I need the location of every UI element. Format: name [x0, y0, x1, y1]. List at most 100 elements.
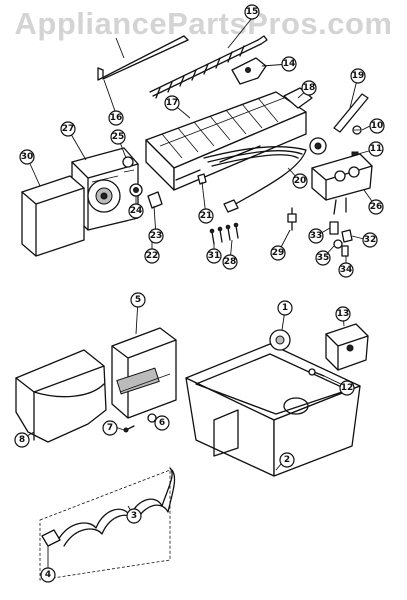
- callout-17-label: 17: [166, 98, 179, 108]
- callout-24: 24: [128, 203, 144, 219]
- part-28-screws: [225, 222, 239, 241]
- callout-21: 21: [198, 208, 214, 224]
- callout-34-label: 34: [340, 265, 353, 275]
- leader-lines: [21, 17, 377, 573]
- part-25-gear: [122, 156, 134, 168]
- callout-5: 5: [130, 292, 146, 308]
- part-5-auger-motor: [111, 327, 177, 419]
- callout-6-label: 6: [159, 418, 165, 428]
- part-23-thermostat: [147, 191, 163, 209]
- callout-12: 12: [339, 380, 355, 396]
- callout-18: 18: [301, 80, 317, 96]
- callout-16-label: 16: [110, 113, 123, 123]
- callout-29-label: 29: [272, 248, 285, 258]
- part-13-motor: [325, 323, 369, 371]
- callout-25-label: 25: [112, 132, 125, 142]
- part-20-wiring-harness: [203, 137, 327, 213]
- part-31-screws: [209, 226, 223, 245]
- callout-10: 10: [369, 118, 385, 134]
- part-29-connector: [287, 207, 297, 231]
- part-33-fitting: [329, 221, 339, 235]
- callout-33: 33: [308, 228, 324, 244]
- part-7-screw: [123, 425, 135, 433]
- callout-35: 35: [315, 250, 331, 266]
- callout-2-label: 2: [284, 455, 290, 465]
- callout-29: 29: [270, 245, 286, 261]
- watermark: AppliancePartsPros.com: [14, 6, 393, 41]
- part-2-ice-bin: [185, 343, 361, 477]
- callout-19-label: 19: [352, 71, 365, 81]
- callout-8-label: 8: [19, 435, 25, 445]
- callout-6: 6: [154, 415, 170, 431]
- callout-4-label: 4: [45, 570, 51, 580]
- callout-1-label: 1: [282, 303, 288, 313]
- callout-32-label: 32: [364, 235, 377, 245]
- callout-10-label: 10: [371, 121, 384, 131]
- callout-31-label: 31: [208, 251, 221, 261]
- callout-5-label: 5: [135, 295, 141, 305]
- callout-21-label: 21: [200, 211, 213, 221]
- callout-4: 4: [40, 567, 56, 583]
- callout-13-label: 13: [337, 309, 350, 319]
- part-30-cover: [21, 175, 85, 257]
- callout-11: 11: [368, 141, 384, 157]
- part-4-auger-end: [41, 529, 61, 547]
- part-19-fill-tube: [333, 93, 369, 133]
- callout-7-label: 7: [107, 423, 113, 433]
- callout-14: 14: [281, 56, 297, 72]
- callout-18-label: 18: [303, 83, 316, 93]
- callout-13: 13: [335, 306, 351, 322]
- callout-26-label: 26: [370, 202, 383, 212]
- callout-35-label: 35: [317, 253, 330, 263]
- callout-27: 27: [60, 121, 76, 137]
- part-1-drive-gear: [269, 329, 291, 351]
- part-16-shutoff-arm: [97, 35, 189, 81]
- callout-11-label: 11: [370, 144, 383, 154]
- part-26-water-valve: [311, 153, 373, 215]
- part-35-nut: [333, 239, 343, 249]
- part-15-ejector-blades: [149, 35, 268, 99]
- callout-30-label: 30: [21, 152, 34, 162]
- callout-20-label: 20: [294, 176, 307, 186]
- callout-3: 3: [126, 508, 142, 524]
- part-12-clip: [308, 368, 325, 377]
- part-32-tube-insert: [341, 229, 353, 243]
- callout-7: 7: [102, 420, 118, 436]
- part-21-clip: [197, 173, 207, 185]
- part-17-ice-mold: [145, 91, 307, 191]
- callout-16: 16: [108, 110, 124, 126]
- part-8-ice-chute: [15, 349, 107, 443]
- part-3-auger: [39, 467, 176, 581]
- callout-25: 25: [110, 129, 126, 145]
- callout-15: 15: [244, 4, 260, 20]
- callout-3-label: 3: [131, 511, 137, 521]
- callout-22-label: 22: [146, 251, 159, 261]
- callout-31: 31: [206, 248, 222, 264]
- callout-15-label: 15: [246, 7, 259, 17]
- callout-24-label: 24: [130, 206, 143, 216]
- callout-17: 17: [164, 95, 180, 111]
- callout-2: 2: [279, 452, 295, 468]
- callout-1: 1: [277, 300, 293, 316]
- part-14-bracket: [231, 57, 267, 85]
- callout-23: 23: [148, 228, 164, 244]
- callout-20: 20: [292, 173, 308, 189]
- callout-32: 32: [362, 232, 378, 248]
- callout-26: 26: [368, 199, 384, 215]
- callout-34: 34: [338, 262, 354, 278]
- callout-8: 8: [14, 432, 30, 448]
- callout-28-label: 28: [224, 257, 237, 267]
- part-24-terminal: [129, 183, 143, 197]
- callout-28: 28: [222, 254, 238, 270]
- callout-30: 30: [19, 149, 35, 165]
- callout-23-label: 23: [150, 231, 163, 241]
- callout-22: 22: [144, 248, 160, 264]
- callout-12-label: 12: [341, 383, 354, 393]
- part-34-sleeve: [341, 245, 349, 257]
- callout-14-label: 14: [283, 59, 296, 69]
- callout-19: 19: [350, 68, 366, 84]
- part-10-screw: [352, 125, 362, 135]
- callout-27-label: 27: [62, 124, 75, 134]
- callout-33-label: 33: [310, 231, 323, 241]
